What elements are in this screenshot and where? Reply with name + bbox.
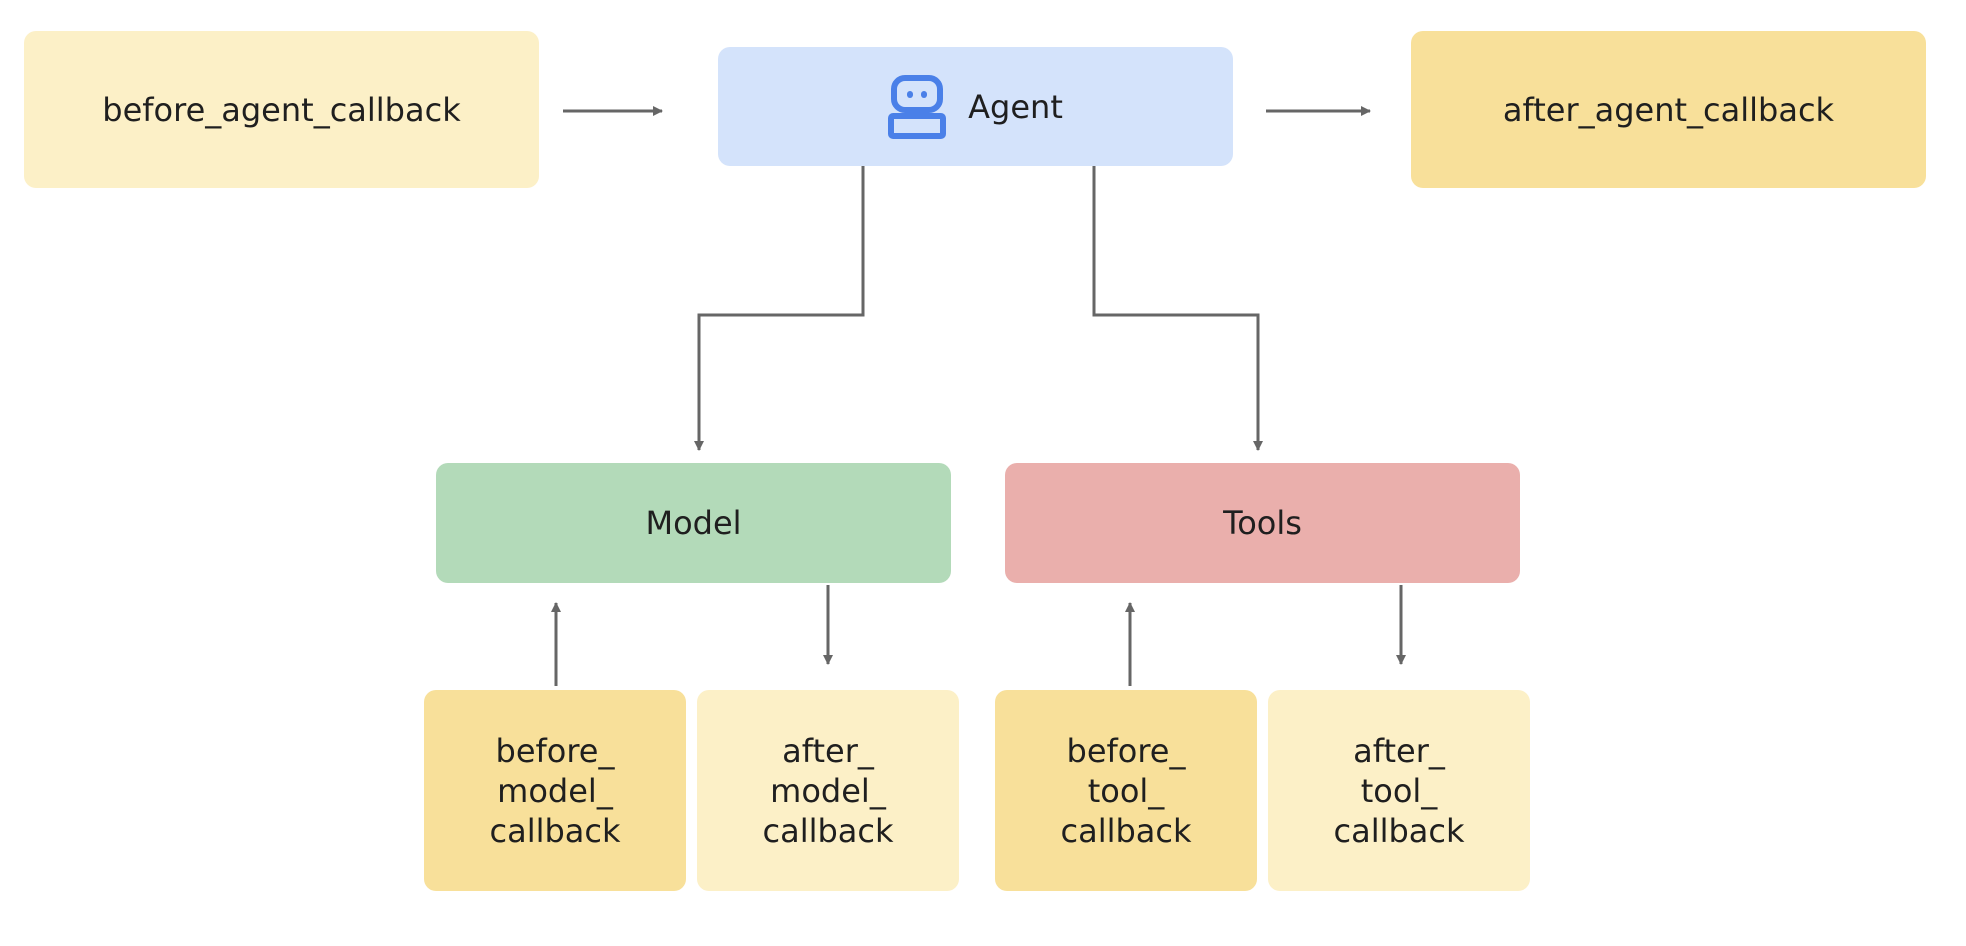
edge-agent-to-model — [694, 166, 865, 451]
after-tool-callback-node: after_ tool_ callback — [1268, 690, 1530, 891]
model-label: Model — [645, 504, 742, 542]
robot-icon — [888, 74, 947, 139]
before-agent-callback-node: before_agent_callback — [24, 31, 539, 188]
tools-label: Tools — [1223, 504, 1302, 542]
before-agent-callback-label: before_agent_callback — [102, 90, 461, 129]
after-model-callback-label: after_ model_ callback — [762, 731, 894, 850]
tools-node: Tools — [1005, 463, 1520, 583]
agent-content: Agent — [888, 74, 1063, 139]
agent-label: Agent — [968, 87, 1063, 126]
after-agent-callback-node: after_agent_callback — [1411, 31, 1926, 188]
before-tool-callback-label: before_ tool_ callback — [1060, 731, 1192, 850]
after-agent-callback-label: after_agent_callback — [1502, 90, 1835, 129]
before-model-callback-node: before_ model_ callback — [424, 690, 686, 891]
after-model-callback-node: after_ model_ callback — [697, 690, 959, 891]
agent-node: Agent — [718, 47, 1233, 166]
after-tool-callback-label: after_ tool_ callback — [1333, 731, 1465, 850]
edge-agent-to-tools — [1092, 166, 1263, 451]
before-model-callback-label: before_ model_ callback — [489, 731, 621, 850]
before-tool-callback-node: before_ tool_ callback — [995, 690, 1257, 891]
model-node: Model — [436, 463, 951, 583]
